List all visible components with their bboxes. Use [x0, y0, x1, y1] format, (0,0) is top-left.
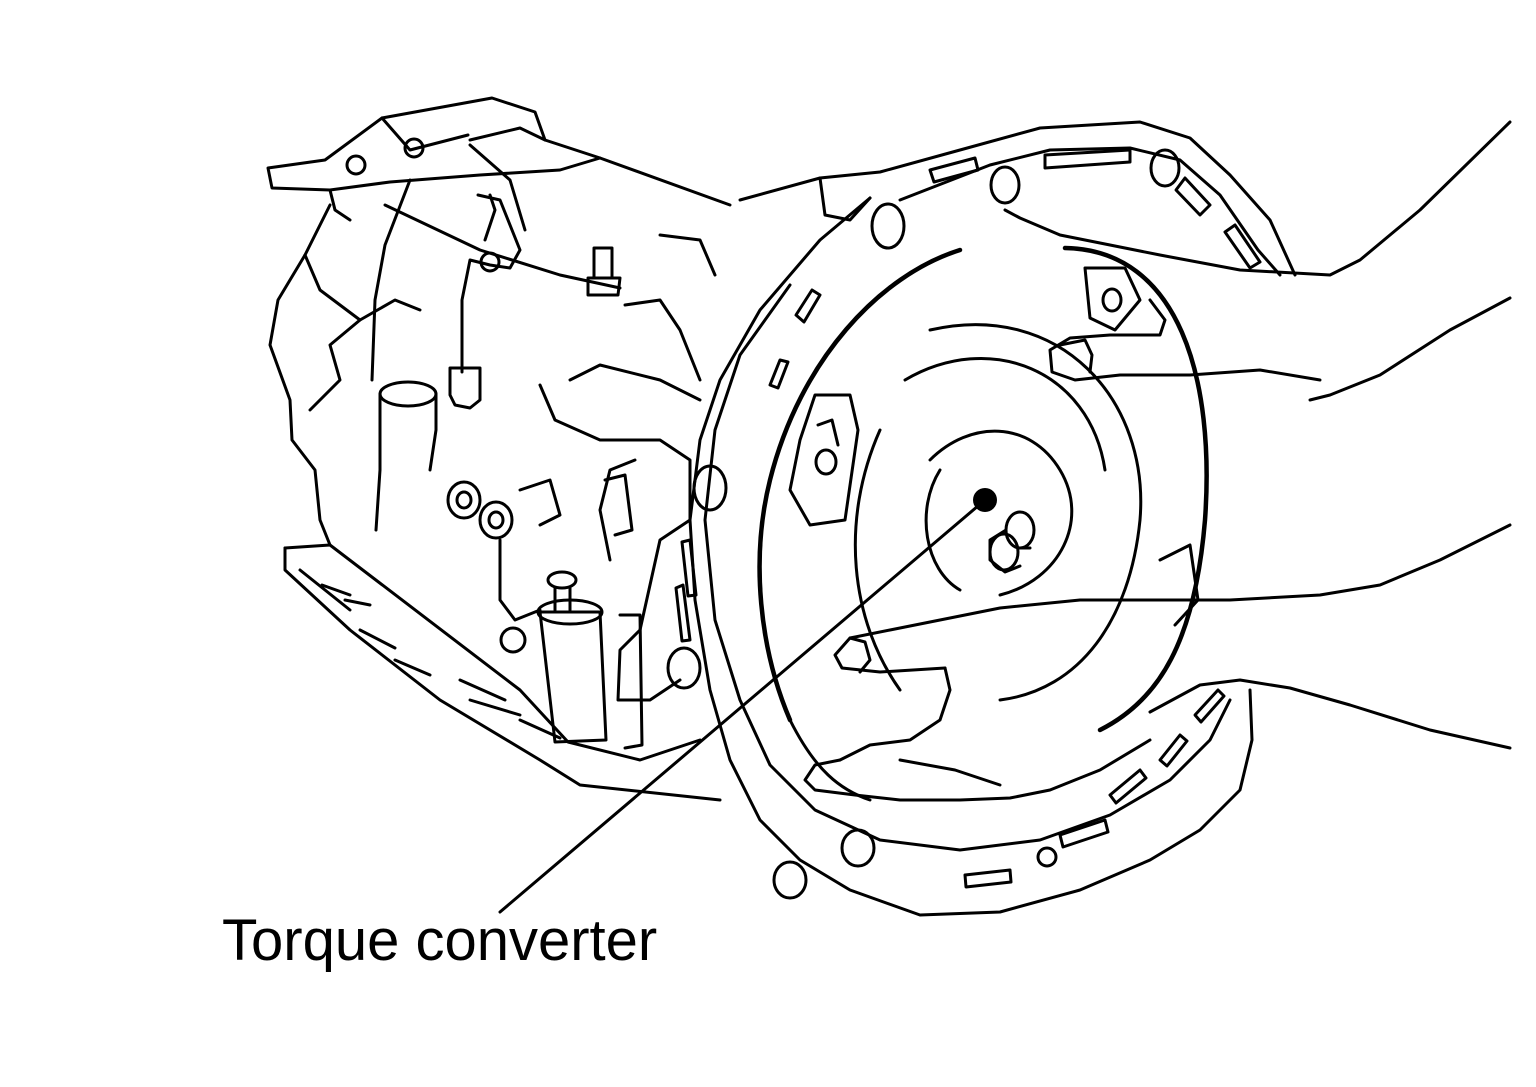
callout-leader-line — [498, 498, 987, 914]
hands — [803, 120, 1512, 802]
torque-converter — [757, 245, 1209, 802]
torque-converter-callout — [498, 488, 997, 914]
bell-housing — [598, 120, 1297, 917]
transmission-case — [266, 96, 732, 802]
torque-converter-label: Torque converter — [222, 908, 658, 973]
